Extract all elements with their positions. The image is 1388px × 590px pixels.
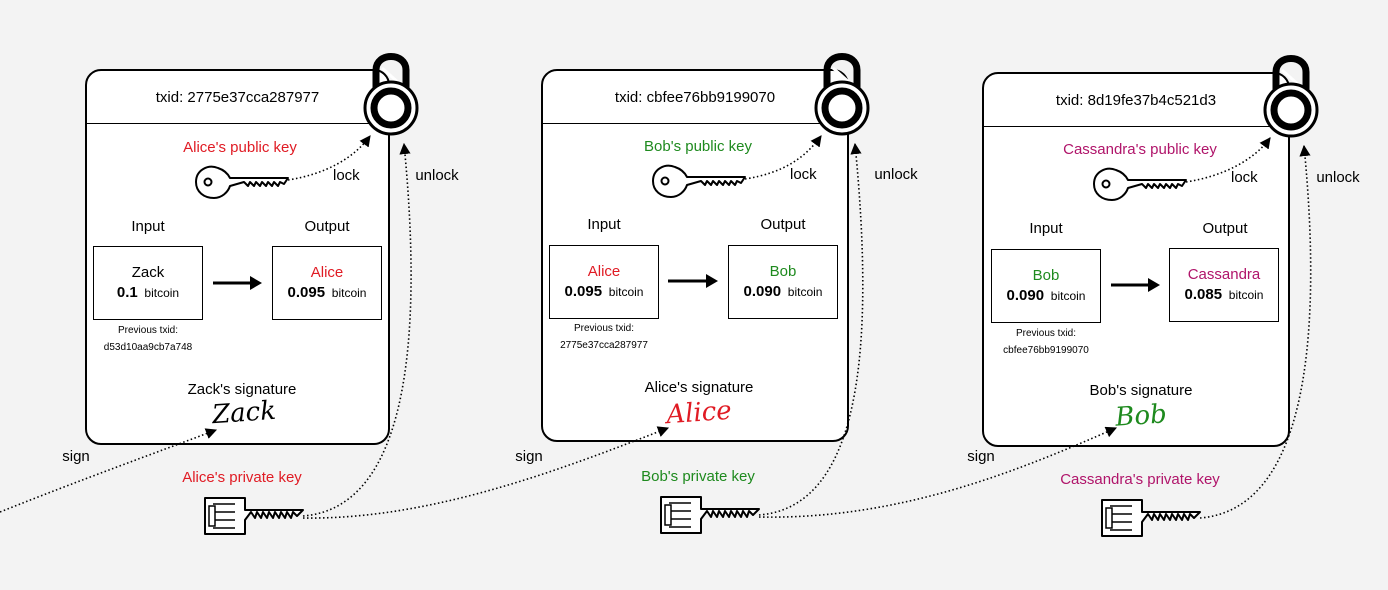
- input-unit: bitcoin: [1050, 289, 1086, 303]
- private-key-label: Cassandra's private key: [1060, 471, 1220, 488]
- output-unit: bitcoin: [787, 285, 823, 299]
- txid-header: txid: cbfee76bb9199070: [543, 71, 847, 124]
- input-amount-line: 0.095 bitcoin: [565, 282, 644, 302]
- input-header: Input: [131, 218, 165, 235]
- private-key-label: Alice's private key: [182, 469, 302, 486]
- unlock-arrow: [1199, 144, 1312, 519]
- public-key-label: Alice's public key: [183, 139, 297, 156]
- previous-txid-label: Previous txid:: [117, 325, 179, 336]
- sign-label: sign: [515, 448, 543, 465]
- txid-header: txid: 2775e37cca287977: [87, 71, 388, 124]
- previous-txid: Previous txid: d53d10aa9cb7a748: [104, 322, 192, 356]
- private-key-label: Bob's private key: [641, 468, 755, 485]
- output-header: Output: [1202, 220, 1248, 237]
- input-name: Zack: [131, 264, 165, 281]
- input-box: Bob 0.090 bitcoin: [991, 249, 1101, 323]
- input-amount: 0.090: [1006, 287, 1045, 304]
- output-unit: bitcoin: [1228, 288, 1264, 302]
- input-header: Input: [1029, 220, 1063, 237]
- output-amount: 0.090: [743, 283, 782, 300]
- padlock-icon: [814, 53, 870, 136]
- sign-arrow: [0, 428, 218, 513]
- sign-label: sign: [62, 448, 90, 465]
- input-unit: bitcoin: [608, 285, 644, 299]
- lock-arrow: [287, 135, 371, 181]
- public-key-icon: [195, 165, 289, 199]
- handwritten-signature: Alice: [665, 395, 733, 431]
- public-key-icon: [652, 164, 746, 198]
- unlock-arrow: [302, 142, 412, 517]
- padlock-icon: [1263, 55, 1319, 138]
- output-name: Bob: [769, 263, 797, 280]
- previous-txid-label: Previous txid:: [1015, 328, 1077, 339]
- previous-txid-value: 2775e37cca287977: [560, 340, 648, 351]
- output-header: Output: [760, 216, 806, 233]
- handwritten-signature: Zack: [211, 395, 277, 431]
- input-name: Bob: [1032, 267, 1060, 284]
- input-amount-line: 0.1 bitcoin: [117, 283, 179, 303]
- txid-header: txid: 8d19fe37b4c521d3: [984, 74, 1288, 127]
- previous-txid-value: cbfee76bb9199070: [1003, 345, 1089, 356]
- private-key-icon: [1101, 499, 1201, 537]
- output-amount: 0.095: [287, 284, 326, 301]
- lock-arrow: [744, 135, 822, 180]
- sign-label: sign: [967, 448, 995, 465]
- signature-label: Bob's signature: [1089, 382, 1193, 399]
- unlock-label: unlock: [1316, 169, 1360, 186]
- input-amount: 0.095: [564, 283, 603, 300]
- previous-txid: Previous txid: cbfee76bb9199070: [1003, 325, 1089, 359]
- input-box: Zack 0.1 bitcoin: [93, 246, 203, 320]
- output-amount-line: 0.090 bitcoin: [744, 282, 823, 302]
- input-header: Input: [587, 216, 621, 233]
- signature-label: Zack's signature: [187, 381, 297, 398]
- unlock-label: unlock: [874, 166, 918, 183]
- output-unit: bitcoin: [331, 286, 367, 300]
- input-name: Alice: [587, 263, 621, 280]
- unlock-label: unlock: [415, 167, 459, 184]
- unlock-arrow: [758, 142, 864, 516]
- output-name: Cassandra: [1187, 266, 1261, 283]
- lock-label: lock: [1231, 169, 1258, 186]
- public-key-icon: [1093, 167, 1187, 201]
- input-box: Alice 0.095 bitcoin: [549, 245, 659, 319]
- public-key-label: Cassandra's public key: [1063, 141, 1217, 158]
- output-amount-line: 0.095 bitcoin: [288, 283, 367, 303]
- output-box: Alice 0.095 bitcoin: [272, 246, 382, 320]
- private-key-icon: [204, 497, 304, 535]
- handwritten-signature: Bob: [1114, 399, 1168, 433]
- sign-arrow: [302, 426, 670, 519]
- previous-txid-label: Previous txid:: [573, 323, 635, 334]
- input-amount: 0.1: [116, 284, 138, 301]
- previous-txid-value: d53d10aa9cb7a748: [103, 342, 193, 353]
- output-box: Bob 0.090 bitcoin: [728, 245, 838, 319]
- output-amount-line: 0.085 bitcoin: [1185, 285, 1264, 305]
- output-amount: 0.085: [1184, 286, 1223, 303]
- lock-label: lock: [790, 166, 817, 183]
- output-box: Cassandra 0.085 bitcoin: [1169, 248, 1279, 322]
- padlock-icon: [363, 53, 419, 136]
- private-key-icon: [660, 496, 760, 534]
- input-unit: bitcoin: [144, 286, 180, 300]
- output-header: Output: [304, 218, 350, 235]
- output-name: Alice: [310, 264, 344, 281]
- lock-label: lock: [333, 167, 360, 184]
- previous-txid: Previous txid: 2775e37cca287977: [560, 320, 648, 354]
- input-amount-line: 0.090 bitcoin: [1007, 286, 1086, 306]
- public-key-label: Bob's public key: [644, 138, 752, 155]
- lock-arrow: [1185, 137, 1271, 183]
- signature-label: Alice's signature: [644, 379, 754, 396]
